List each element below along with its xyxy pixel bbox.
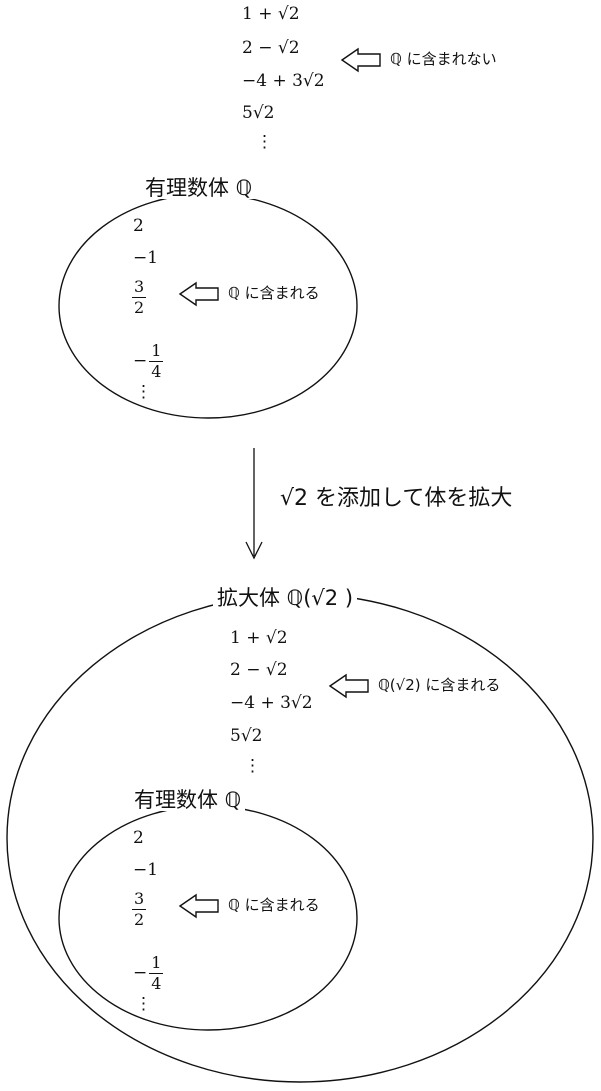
expression-item: −4 + 3√2: [242, 71, 325, 91]
extension-field-ellipse: [6, 593, 594, 1083]
rational-item: −1: [133, 248, 159, 268]
ellipsis: ⋮: [256, 132, 273, 152]
expression-item: 1 + √2: [230, 628, 288, 648]
rational-field-title: 有理数体 ℚ: [130, 790, 246, 811]
rational-item: 2: [133, 828, 144, 848]
extension-field-title: 拡大体 ℚ(√2 ): [213, 588, 358, 609]
rational-field-ellipse-inner: [58, 805, 358, 1031]
hollow-arrow-icon: [328, 673, 369, 699]
expression-item: 2 − √2: [230, 660, 288, 680]
extension-step-label: √2 を添加して体を拡大: [280, 486, 513, 511]
expression-item: 5√2: [230, 726, 263, 746]
rational-item: −1: [133, 860, 159, 880]
ellipsis: ⋮: [135, 382, 152, 402]
minus-sign: −: [133, 351, 148, 371]
expression-item: −4 + 3√2: [230, 693, 313, 713]
in-q-note: ℚ に含まれる: [228, 896, 320, 914]
rational-field-ellipse-top: [58, 193, 358, 419]
in-q-sqrt2-note: ℚ(√2) に含まれる: [378, 676, 501, 694]
in-q-note: ℚ に含まれる: [228, 284, 320, 302]
expression-item: 5√2: [242, 103, 275, 123]
expression-item: 2 − √2: [242, 38, 300, 58]
numerator: 1: [149, 953, 164, 974]
denominator: 4: [151, 974, 162, 993]
minus-sign: −: [133, 963, 148, 983]
hollow-arrow-icon: [178, 281, 219, 307]
hollow-arrow-icon: [340, 47, 381, 73]
rational-item: 2: [133, 216, 144, 236]
denominator: 2: [134, 910, 145, 929]
extension-arrow-head: [245, 541, 263, 560]
numerator: 3: [132, 889, 147, 910]
not-in-q-note: ℚ に含まれない: [390, 50, 497, 68]
hollow-arrow-icon: [178, 893, 219, 919]
rational-field-title: 有理数体 ℚ: [141, 178, 257, 199]
ellipsis: ⋮: [244, 756, 261, 776]
denominator: 4: [151, 362, 162, 381]
numerator: 3: [132, 277, 147, 298]
ellipsis: ⋮: [135, 994, 152, 1014]
expression-item: 1 + √2: [242, 4, 300, 24]
denominator: 2: [134, 298, 145, 317]
numerator: 1: [149, 341, 164, 362]
